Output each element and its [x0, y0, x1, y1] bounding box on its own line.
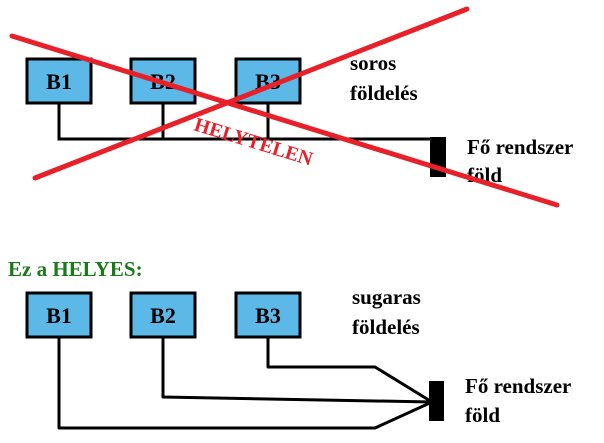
- radial-ground-bar: [429, 381, 444, 421]
- radial-box-b1: B1: [25, 291, 93, 339]
- red-cross-mark: [9, 6, 560, 208]
- radial-grounding-section: Ez a HELYES: B1 B2 B3 sugaras földelés F…: [8, 257, 571, 430]
- radial-box-b3-label: B3: [255, 303, 281, 328]
- radial-label-line2: földelés: [352, 315, 420, 339]
- serial-grounding-section: B1 B2 B3 soros földelés Fő rendszer föld…: [9, 6, 573, 208]
- radial-box-b2-label: B2: [150, 303, 176, 328]
- serial-bus-wire: [57, 103, 432, 141]
- correct-heading: Ez a HELYES:: [8, 257, 143, 281]
- radial-box-b3: B3: [234, 291, 302, 339]
- serial-box-b1-label: B1: [46, 69, 72, 94]
- radial-ground-label-line1: Fő rendszer: [465, 374, 571, 398]
- radial-box-b1-label: B1: [46, 303, 72, 328]
- serial-ground-label-line1: Fő rendszer: [467, 135, 573, 159]
- radial-b3-wire: [266, 337, 433, 404]
- radial-wires: [57, 337, 433, 430]
- radial-b1-wire: [57, 337, 433, 430]
- serial-box-b1: B1: [25, 57, 93, 105]
- serial-wires: [57, 103, 432, 141]
- serial-label-line1: soros: [350, 51, 396, 75]
- radial-b2-wire: [161, 337, 433, 404]
- serial-label-line2: földelés: [350, 81, 418, 105]
- radial-label-line1: sugaras: [352, 285, 421, 309]
- radial-ground-label-line2: föld: [465, 403, 500, 427]
- radial-box-b2: B2: [129, 291, 197, 339]
